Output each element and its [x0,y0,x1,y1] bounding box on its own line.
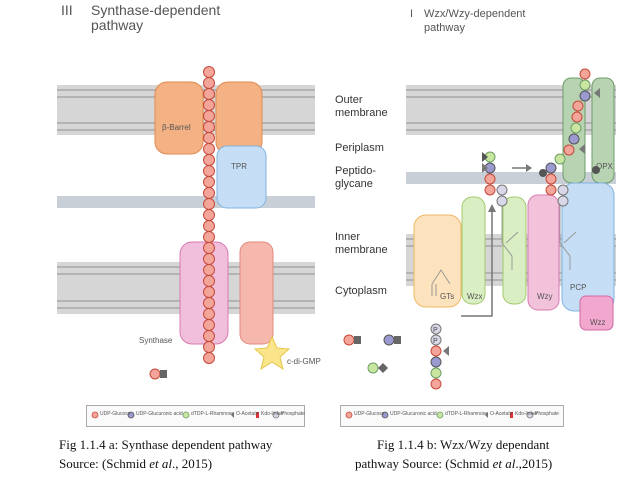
peptidoglycane-label-2: glycane [335,178,373,190]
wzx-right [502,196,527,305]
tpr-protein [216,145,267,209]
periplasm-label: Periplasm [335,142,384,154]
peptidoglycane-label-1: Peptido- [335,165,376,177]
flip-arrow-head [488,204,496,212]
caption-left-line2: Source: (Schmid et al., 2015) [59,455,212,473]
synthase-label: Synthase [139,336,173,345]
barrel-label: β-Barrel [162,123,191,132]
outer-membrane-label-2: membrane [335,107,388,119]
wzx-left [461,196,486,305]
inner-membrane-label-2: membrane [335,244,388,256]
caption-right-year: .,2015) [515,456,553,471]
legend-left-glucuronic: UDP-Glucuronic acid [136,411,183,417]
right-panel-roman: I [410,8,414,20]
right-panel-title-line2: pathway [424,22,465,34]
right-legend [340,405,564,427]
caption-right-source: pathway Source: (Schmid [355,456,493,471]
caption-left-etal: et al [149,456,173,471]
phosphate-label-2: P [433,338,438,345]
cytoplasm-label: Cytoplasm [335,285,387,297]
free-monomers [343,334,401,374]
wzy-label: Wzy [537,292,553,301]
left-panel-title-line2: pathway [91,17,144,33]
legend-left-phosphate: Phosphate [281,411,305,417]
legend-right-rhamnose: dTDP-L-Rhamnose [445,411,489,417]
legend-right-acetate: O-Acetate [490,411,513,417]
beta-barrel-left [154,81,204,155]
cytoplasm-chain [430,323,449,390]
gts-protein [413,214,462,308]
caption-left-line1: Fig 1.1.4 a: Synthase dependent pathway [59,437,273,452]
legend-right-kdo: Kdo-linker [515,411,538,417]
legend-right-phosphate: Phosphate [535,411,559,417]
free-phosphate-left [160,370,167,378]
cdigmp-label: c-di-GMP [287,357,321,366]
flip-arrow [461,212,493,317]
right-panel-title-line1: Wzx/Wzy-dependent [424,8,526,20]
wzx-chain [482,151,508,207]
wzz-label: Wzz [590,318,606,327]
opx-label: OPX [596,162,613,171]
legend-left-acetate: O-Acetate [236,411,259,417]
caption-right-line2: pathway Source: (Schmid et al.,2015) [355,455,552,473]
polymer-chain [203,66,215,364]
caption-right-etal: et al [492,456,516,471]
synthase-right [239,241,274,345]
wzy-protein [527,194,560,311]
caption-right-line1: Fig 1.1.4 b: Wzx/Wzy dependant [377,437,550,452]
left-panel-roman: III [61,2,73,18]
lipid-tails [431,203,577,296]
wzz-protein [579,295,614,331]
legend-left-glucose: UDP-Glucose [100,411,131,417]
outer-membrane-label-1: Outer [335,94,363,106]
caption-left-source: Source: (Schmid [59,456,150,471]
inner-membrane-label-1: Inner [335,231,361,243]
legend-right-glucose: UDP-Glucose [354,411,385,417]
wzy-chain [539,68,600,207]
wzx-label: Wzx [467,292,483,301]
phosphate-label-1: P [433,327,438,334]
pcp-label: PCP [570,283,587,292]
caption-left-year: ., 2015) [172,456,213,471]
left-panel-title-line1: Synthase-dependent [91,2,221,18]
legend-left-rhamnose: dTDP-L-Rhamnose [191,411,235,417]
legend-right-glucuronic: UDP-Glucuronic acid [390,411,437,417]
left-legend [86,405,305,427]
periplasm-arrow-head [526,164,532,172]
legend-left-kdo: Kdo-linker [261,411,284,417]
tpr-label: TPR [231,162,247,171]
cdigmp-star [253,335,291,371]
gts-label: GTs [440,292,455,301]
